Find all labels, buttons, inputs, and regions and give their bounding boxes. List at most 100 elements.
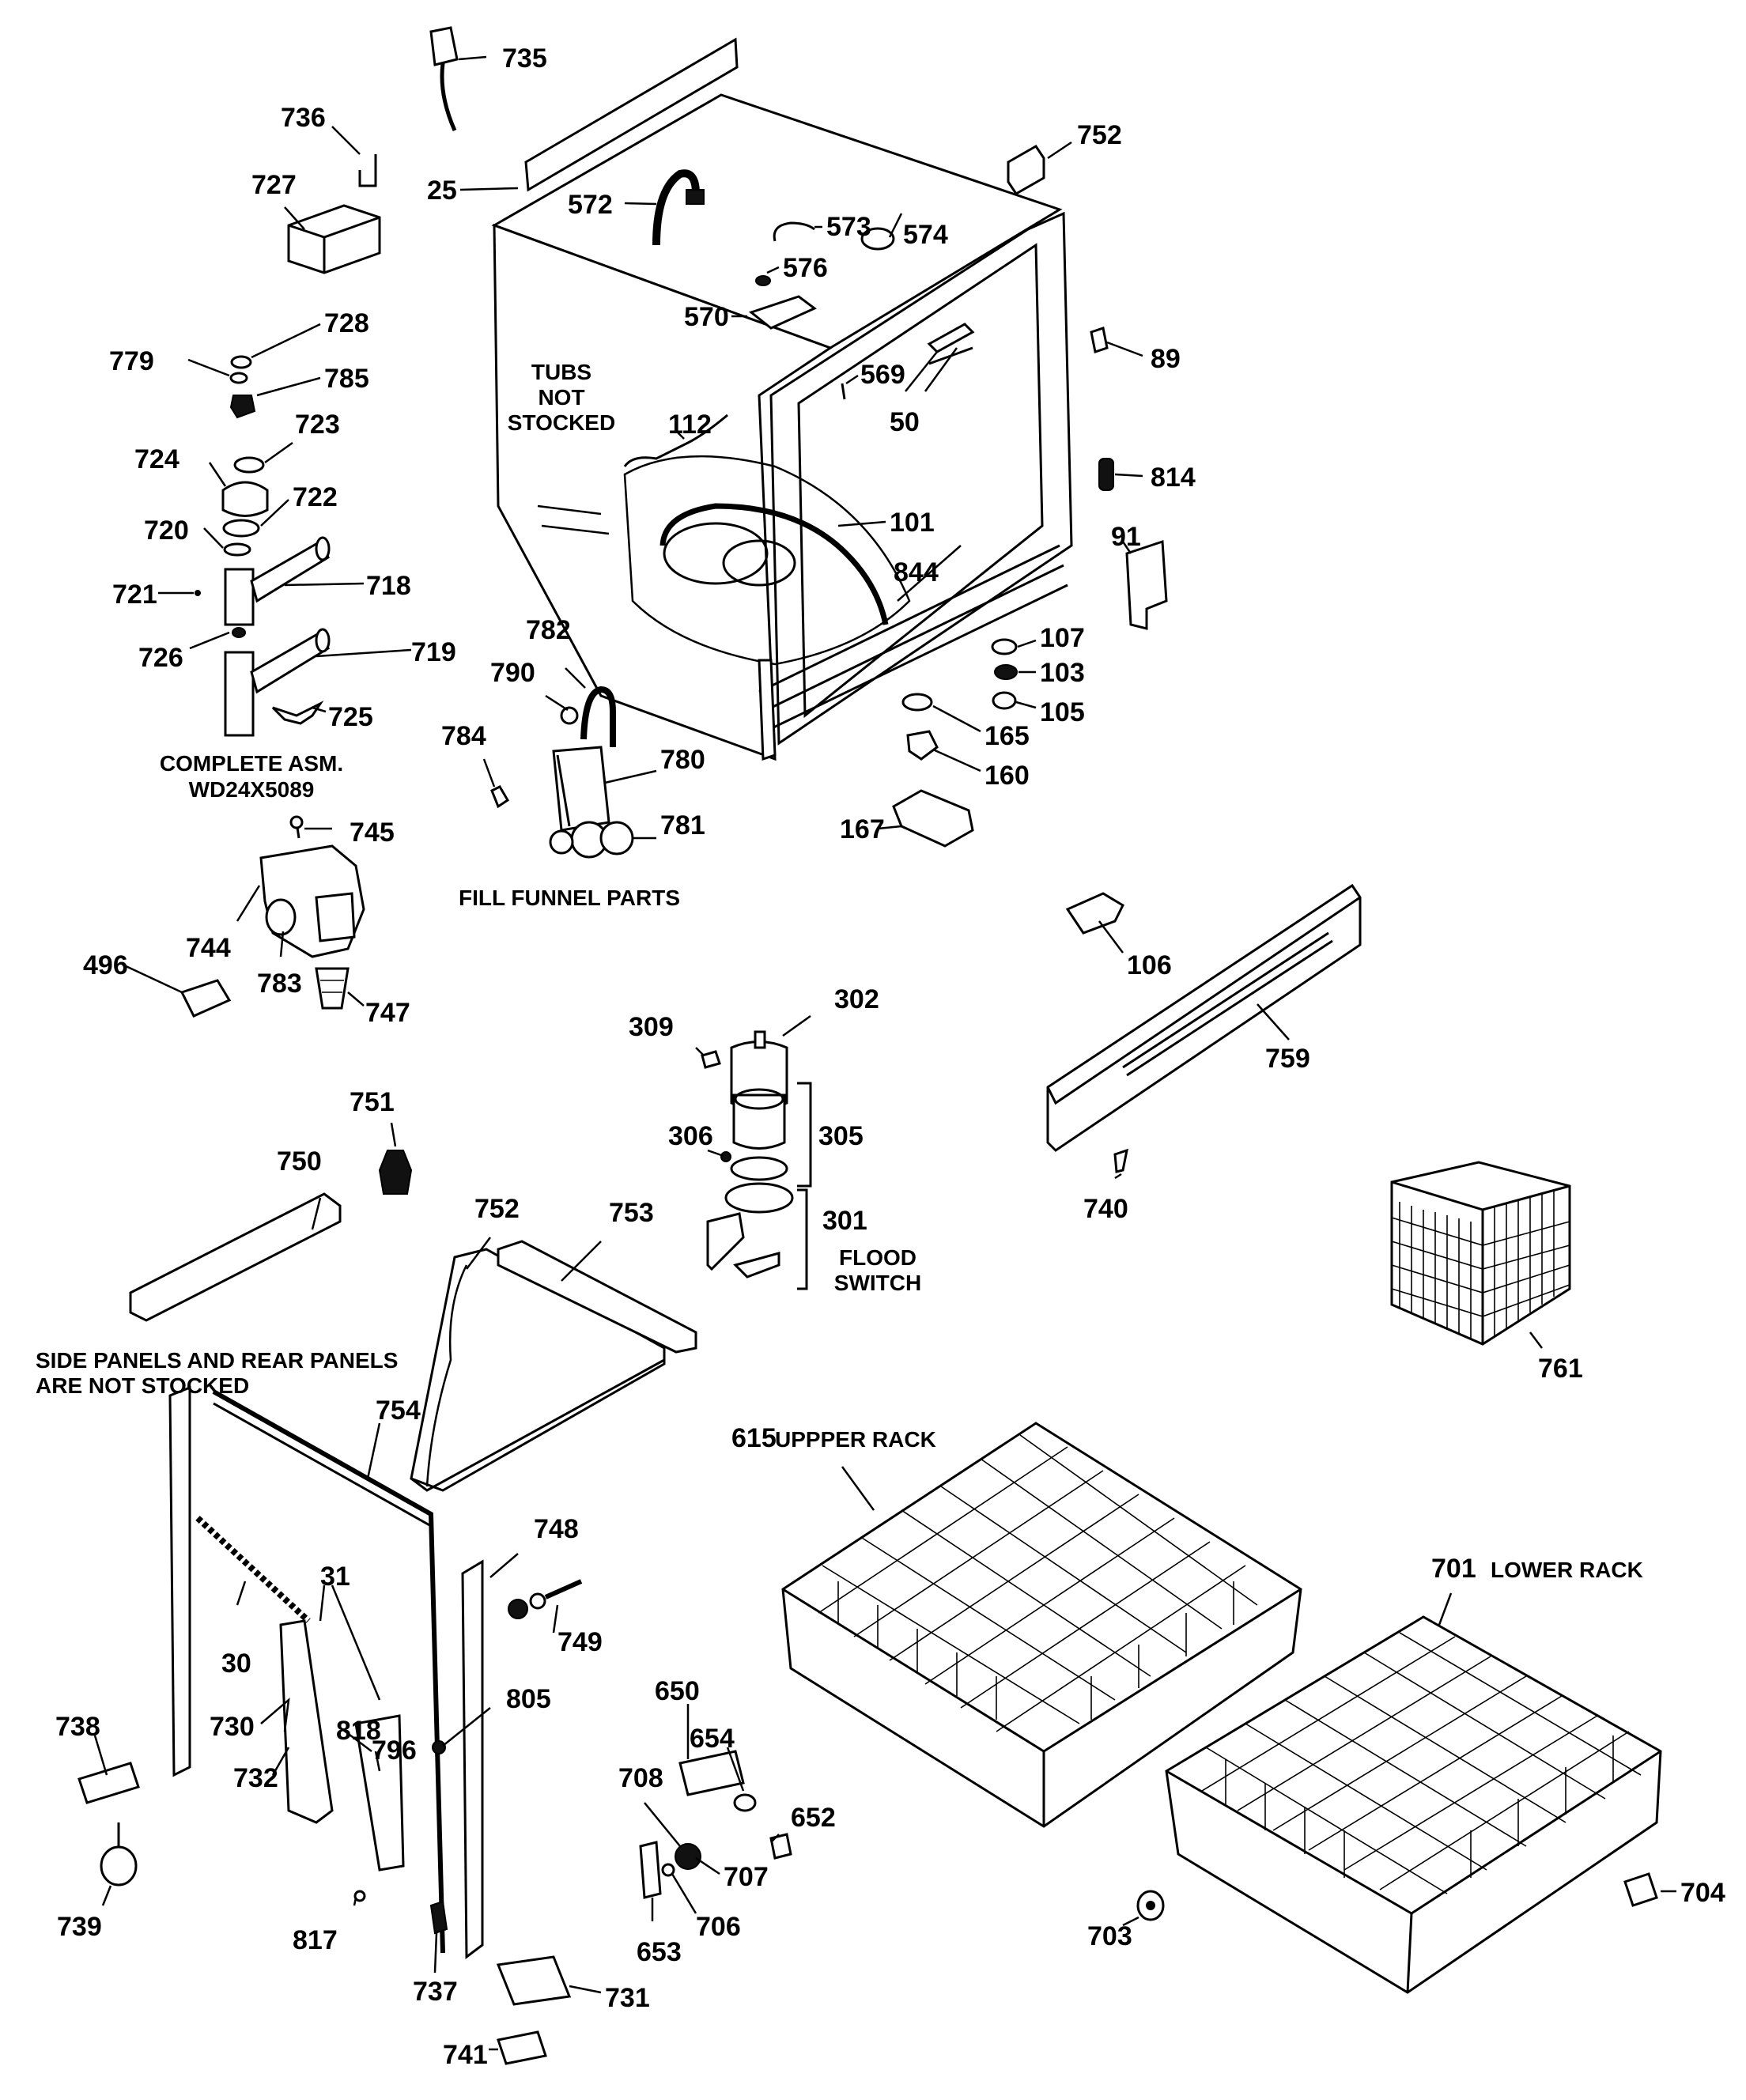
label-25: 25: [427, 176, 457, 206]
label-844: 844: [894, 557, 939, 587]
rail-759: [1046, 883, 1362, 1173]
label-759: 759: [1265, 1044, 1310, 1074]
label-160: 160: [984, 761, 1030, 791]
lower-rack: [1136, 1615, 1662, 1994]
label-790: 790: [490, 658, 535, 688]
label-301: 301: [822, 1206, 867, 1236]
label-654: 654: [690, 1724, 735, 1754]
diverter-assembly: [195, 26, 459, 737]
caption-part-number: WD24X5089: [189, 777, 315, 802]
label-738: 738: [55, 1712, 100, 1742]
label-744: 744: [186, 933, 231, 963]
label-731: 731: [605, 1983, 650, 2013]
tub-assembly: [491, 37, 1073, 761]
door-and-panels: [77, 1150, 697, 2065]
label-305: 305: [818, 1121, 864, 1151]
label-167: 167: [840, 814, 885, 844]
label-89: 89: [1151, 344, 1181, 374]
label-718: 718: [366, 571, 411, 601]
upper-rack: [781, 1422, 1302, 1828]
label-107: 107: [1040, 623, 1085, 653]
label-572: 572: [568, 190, 613, 220]
label-706: 706: [696, 1912, 741, 1942]
label-703: 703: [1087, 1921, 1132, 1951]
label-165: 165: [984, 721, 1030, 751]
caption-lower-rack: LOWER RACK: [1491, 1558, 1643, 1582]
label-615: 615: [731, 1423, 777, 1453]
label-814: 814: [1151, 463, 1196, 493]
label-106: 106: [1127, 950, 1172, 980]
label-725: 725: [328, 702, 373, 732]
label-754: 754: [376, 1396, 421, 1426]
label-747: 747: [365, 998, 410, 1028]
label-309: 309: [629, 1012, 674, 1042]
label-750: 750: [277, 1146, 322, 1177]
label-782: 782: [526, 615, 571, 645]
label-761: 761: [1538, 1354, 1583, 1384]
label-722: 722: [293, 482, 338, 512]
flood-switch-assembly: [701, 1030, 812, 1290]
label-730: 730: [210, 1712, 255, 1742]
label-796: 796: [372, 1736, 417, 1766]
label-817: 817: [293, 1925, 338, 1955]
label-732: 732: [233, 1763, 278, 1793]
caption-flood-2: SWITCH: [834, 1271, 921, 1295]
label-740: 740: [1083, 1194, 1128, 1224]
label-781: 781: [660, 810, 705, 840]
label-818: 818: [336, 1716, 381, 1746]
label-30: 30: [221, 1649, 251, 1679]
label-574: 574: [903, 220, 948, 250]
label-720: 720: [144, 516, 189, 546]
label-752-top: 752: [1077, 120, 1122, 150]
caption-side-panels-2: ARE NOT STOCKED: [36, 1373, 249, 1398]
label-91: 91: [1111, 522, 1141, 552]
label-752-door: 752: [474, 1194, 520, 1224]
label-723: 723: [295, 410, 340, 440]
label-302: 302: [834, 984, 879, 1014]
caption-tubs-1: TUBS: [531, 360, 591, 384]
label-739: 739: [57, 1912, 102, 1942]
label-735: 735: [502, 43, 547, 74]
label-701: 701: [1431, 1554, 1476, 1584]
label-719: 719: [411, 637, 456, 667]
caption-upper-rack: UPPPER RACK: [775, 1427, 936, 1452]
label-745: 745: [350, 818, 395, 848]
label-785: 785: [324, 364, 369, 394]
leader-lines: [93, 55, 1676, 2051]
label-103: 103: [1040, 658, 1085, 688]
label-779: 779: [109, 346, 154, 376]
label-736: 736: [281, 103, 326, 133]
label-724: 724: [134, 444, 180, 474]
label-727: 727: [251, 170, 297, 200]
caption-complete-asm: COMPLETE ASM.: [160, 751, 343, 776]
label-784: 784: [441, 721, 486, 751]
label-708: 708: [618, 1763, 663, 1793]
label-652: 652: [791, 1803, 836, 1833]
part-labels: 735 736 727 728 779 785 723 724 722 720 …: [55, 43, 1725, 2070]
caption-side-panels-1: SIDE PANELS AND REAR PANELS: [36, 1348, 398, 1373]
label-753: 753: [609, 1198, 654, 1228]
caption-tubs-3: STOCKED: [508, 410, 615, 435]
captions: TUBS NOT STOCKED COMPLETE ASM. WD24X5089…: [36, 360, 1643, 1582]
caption-tubs-2: NOT: [538, 385, 584, 410]
caption-flood-1: FLOOD: [839, 1245, 916, 1270]
label-726: 726: [138, 643, 183, 673]
label-105: 105: [1040, 697, 1085, 727]
silverware-basket: [1390, 1161, 1571, 1346]
inlet-valve: [180, 815, 365, 1018]
label-721: 721: [112, 580, 157, 610]
latch-hardware: [639, 1750, 792, 1899]
label-306: 306: [668, 1121, 713, 1151]
label-751: 751: [350, 1087, 395, 1117]
label-50: 50: [890, 407, 920, 437]
label-650: 650: [655, 1676, 700, 1706]
label-780: 780: [660, 745, 705, 775]
label-704: 704: [1680, 1878, 1725, 1908]
label-569: 569: [860, 360, 905, 390]
label-653: 653: [637, 1937, 682, 1967]
label-728: 728: [324, 308, 369, 338]
label-496: 496: [83, 950, 128, 980]
label-749: 749: [557, 1627, 603, 1657]
label-31: 31: [320, 1562, 350, 1592]
